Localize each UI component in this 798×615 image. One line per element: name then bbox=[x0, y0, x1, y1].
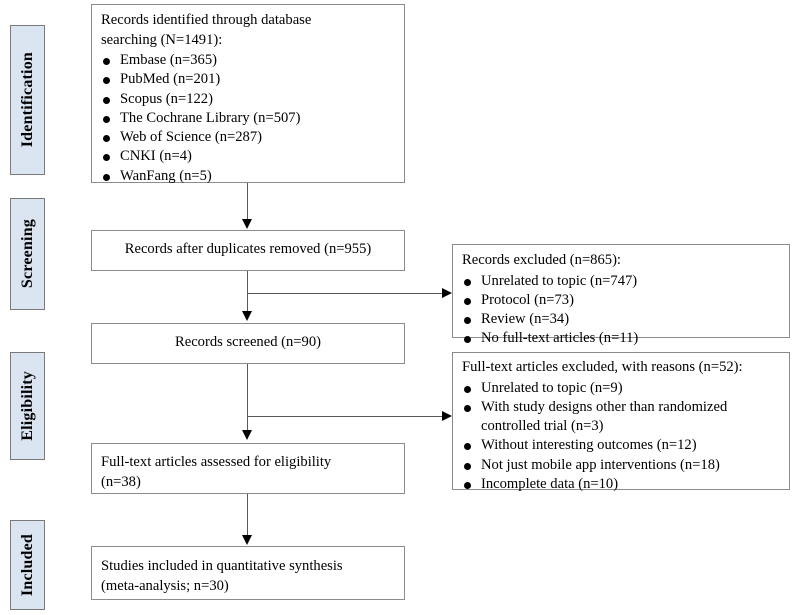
list-item: Without interesting outcomes (n=12) bbox=[462, 436, 780, 455]
list-item: Not just mobile app interventions (n=18) bbox=[462, 456, 780, 475]
connector-identified-to-duplicates bbox=[247, 183, 248, 221]
list-item: Web of Science (n=287) bbox=[101, 128, 395, 147]
stage-label-identification-text: Identification bbox=[18, 52, 36, 148]
list-item: Protocol (n=73) bbox=[462, 291, 780, 310]
box-records-identified: Records identified through database sear… bbox=[91, 4, 405, 186]
box-fulltext-assessed-title: Full-text articles assessed for eligibil… bbox=[101, 454, 332, 490]
box-records-excluded-title: Records excluded (n=865): bbox=[462, 252, 621, 268]
stage-label-included: Included bbox=[10, 520, 45, 610]
box-studies-included-title: Studies included in quantitative synthes… bbox=[101, 558, 343, 594]
list-item: PubMed (n=201) bbox=[101, 70, 395, 89]
connector-branch-records-excluded bbox=[247, 293, 442, 294]
list-item: CNKI (n=4) bbox=[101, 147, 395, 166]
box-fulltext-excluded-list: Unrelated to topic (n=9) With study desi… bbox=[462, 379, 780, 495]
list-item: No full-text articles (n=11) bbox=[462, 329, 780, 348]
list-item: The Cochrane Library (n=507) bbox=[101, 109, 395, 128]
arrow-branch-records-excluded bbox=[442, 287, 452, 298]
arrow-branch-fulltext-excluded bbox=[442, 410, 452, 421]
stage-label-screening: Screening bbox=[10, 198, 45, 310]
box-studies-included: Studies included in quantitative synthes… bbox=[91, 546, 405, 600]
list-item: Review (n=34) bbox=[462, 310, 780, 329]
stage-label-eligibility: Eligibility bbox=[10, 352, 45, 460]
list-item: Incomplete data (n=10) bbox=[462, 475, 780, 494]
list-item: Embase (n=365) bbox=[101, 51, 395, 70]
stage-label-eligibility-text: Eligibility bbox=[18, 371, 36, 441]
list-item: WanFang (n=5) bbox=[101, 167, 395, 186]
box-records-after-duplicates: Records after duplicates removed (n=955) bbox=[91, 230, 405, 271]
box-records-screened-title: Records screened (n=90) bbox=[174, 334, 321, 351]
box-records-identified-list: Embase (n=365) PubMed (n=201) Scopus (n=… bbox=[101, 51, 395, 186]
list-item: Scopus (n=122) bbox=[101, 90, 395, 109]
box-records-excluded-list: Unrelated to topic (n=747) Protocol (n=7… bbox=[462, 272, 780, 349]
list-item: Unrelated to topic (n=9) bbox=[462, 379, 780, 398]
connector-duplicates-to-screened bbox=[247, 271, 248, 313]
connector-branch-fulltext-excluded bbox=[247, 416, 442, 417]
list-item: With study designs other than randomized… bbox=[462, 398, 780, 437]
stage-label-screening-text: Screening bbox=[18, 219, 36, 289]
connector-screened-to-fulltext bbox=[247, 364, 248, 432]
connector-fulltext-to-included bbox=[247, 494, 248, 538]
arrow-screened-to-fulltext bbox=[241, 430, 252, 440]
box-records-excluded: Records excluded (n=865): Unrelated to t… bbox=[452, 244, 790, 346]
box-fulltext-excluded-title: Full-text articles excluded, with reason… bbox=[462, 359, 743, 375]
box-fulltext-assessed: Full-text articles assessed for eligibil… bbox=[91, 443, 405, 494]
stage-label-included-text: Included bbox=[18, 533, 36, 597]
box-records-after-duplicates-title: Records after duplicates removed (n=955) bbox=[124, 241, 372, 258]
arrow-identified-to-duplicates bbox=[241, 219, 252, 229]
box-records-screened: Records screened (n=90) bbox=[91, 323, 405, 364]
arrow-duplicates-to-screened bbox=[241, 311, 252, 321]
arrow-fulltext-to-included bbox=[241, 535, 252, 545]
box-records-identified-title: Records identified through database sear… bbox=[101, 12, 312, 48]
list-item: Unrelated to topic (n=747) bbox=[462, 272, 780, 291]
box-fulltext-excluded: Full-text articles excluded, with reason… bbox=[452, 352, 790, 492]
stage-label-identification: Identification bbox=[10, 25, 45, 175]
